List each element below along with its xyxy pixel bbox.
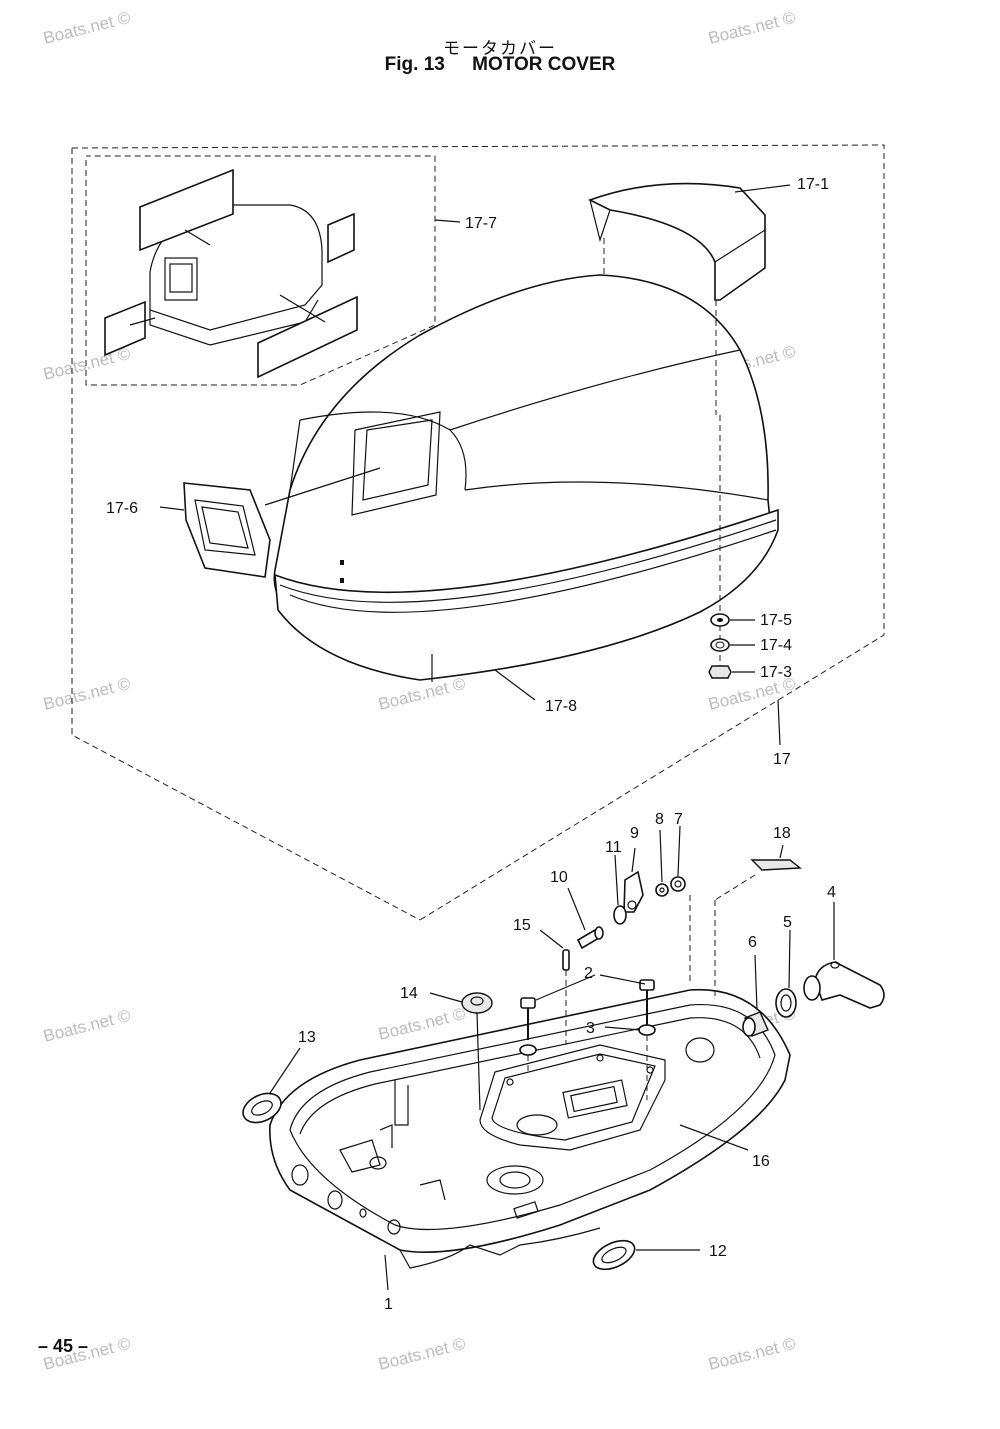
watermark: Boats.net © [41,1006,132,1046]
decal-bottom-right [257,295,358,379]
callout-17-6: 17-6 [106,500,138,517]
watermark: Boats.net © [376,1334,467,1374]
callout-9: 9 [630,825,639,842]
plate-11 [613,905,627,925]
callout-labels: 17-1 17-7 17-6 17-5 17-4 17-3 17-8 17 18… [106,176,836,1313]
callout-18: 18 [773,825,791,842]
callout-8: 8 [655,811,664,828]
callout-7: 7 [674,811,683,828]
lever-assembly [742,902,885,1037]
callout-17: 17 [773,751,791,768]
watermark: Boats.net © [41,8,132,48]
callout-16: 16 [752,1153,770,1170]
title-japanese: モータカバー [443,39,557,59]
callout-5: 5 [783,914,792,931]
bolt-2-left [520,997,536,1009]
figure-title: Fig. 13 MOTOR COVER [0,54,1000,76]
callout-3: 3 [586,1020,595,1037]
seals [242,1047,700,1271]
callout-12: 12 [709,1243,727,1260]
bolts-and-washers [519,974,656,1100]
watermark: Boats.net © [41,674,132,714]
callout-15: 15 [513,917,531,934]
label-plate-18 [750,859,802,871]
callout-4: 4 [827,884,836,901]
callout-1: 1 [384,1296,393,1313]
gasket-16 [479,1044,666,1151]
callout-2: 2 [584,965,593,982]
decal-18 [714,844,802,1000]
seal-12 [592,1239,636,1271]
lever-4 [814,961,885,1009]
washer-8 [655,883,669,897]
leader-lines [159,219,781,1291]
figure-number: Fig. 13 [384,54,445,75]
watermark: Boats.net © [706,1334,797,1374]
bolt-2-right [639,979,655,991]
callout-17-3: 17-3 [760,664,792,681]
callout-14: 14 [400,985,418,1002]
callout-17-1: 17-1 [797,176,829,193]
callout-17-4: 17-4 [760,637,792,654]
cover-hardware [708,415,755,679]
callout-17-8: 17-8 [545,698,577,715]
seal-13 [242,1092,282,1124]
decal-set-inset [85,155,436,386]
pin-and-screw [539,887,604,1045]
watermark: Boats.net © [706,8,797,48]
grommet-5 [775,988,797,1018]
page-number: – 45 – [38,1336,89,1356]
callout-13: 13 [298,1029,316,1046]
pin-15 [562,949,570,971]
lower-pan [269,988,791,1269]
decal-side-small [327,212,355,264]
callout-11: 11 [605,839,622,856]
callout-6: 6 [748,934,757,951]
top-motor-cover [264,274,779,682]
assembly-17-outline [71,144,885,921]
vent-grille-17-6 [183,482,271,578]
callout-17-7: 17-7 [465,215,497,232]
washer-7 [670,876,686,892]
grommet-14 [429,992,493,1111]
figure-name: MOTOR COVER [472,54,616,75]
decal-top-left [139,168,234,252]
callout-17-5: 17-5 [760,612,792,629]
bracket-assembly [613,825,691,985]
callout-10: 10 [550,869,568,886]
top-decal-17-1 [587,182,791,415]
decal-bottom-left [104,300,146,357]
bracket-9 [623,870,644,913]
watermark: Boats.net © [376,1004,467,1044]
